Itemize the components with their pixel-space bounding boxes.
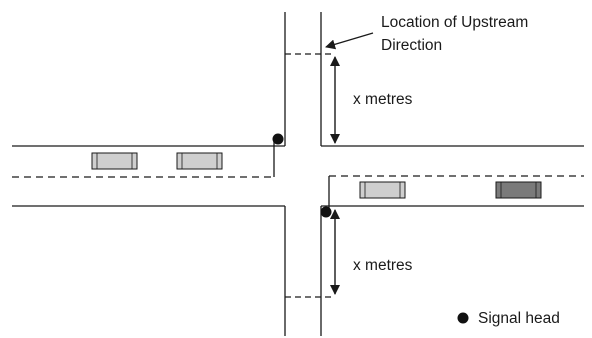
upstream-label-line2: Direction (381, 37, 442, 54)
distance-label-top: x metres (353, 91, 413, 108)
upstream-label-line1: Location of Upstream (381, 14, 528, 31)
vehicle-eastbound-2 (495, 181, 542, 199)
upstream-callout-arrow (325, 32, 374, 50)
signal-head-eastbound (320, 206, 332, 218)
vehicle-westbound-1 (91, 152, 138, 170)
distance-label-bottom: x metres (353, 257, 413, 274)
legend-signal-icon (457, 312, 469, 324)
vehicle-westbound-2 (176, 152, 223, 170)
legend-label: Signal head (478, 310, 560, 327)
vehicle-eastbound-1 (359, 181, 406, 199)
signal-head-westbound (272, 133, 284, 145)
